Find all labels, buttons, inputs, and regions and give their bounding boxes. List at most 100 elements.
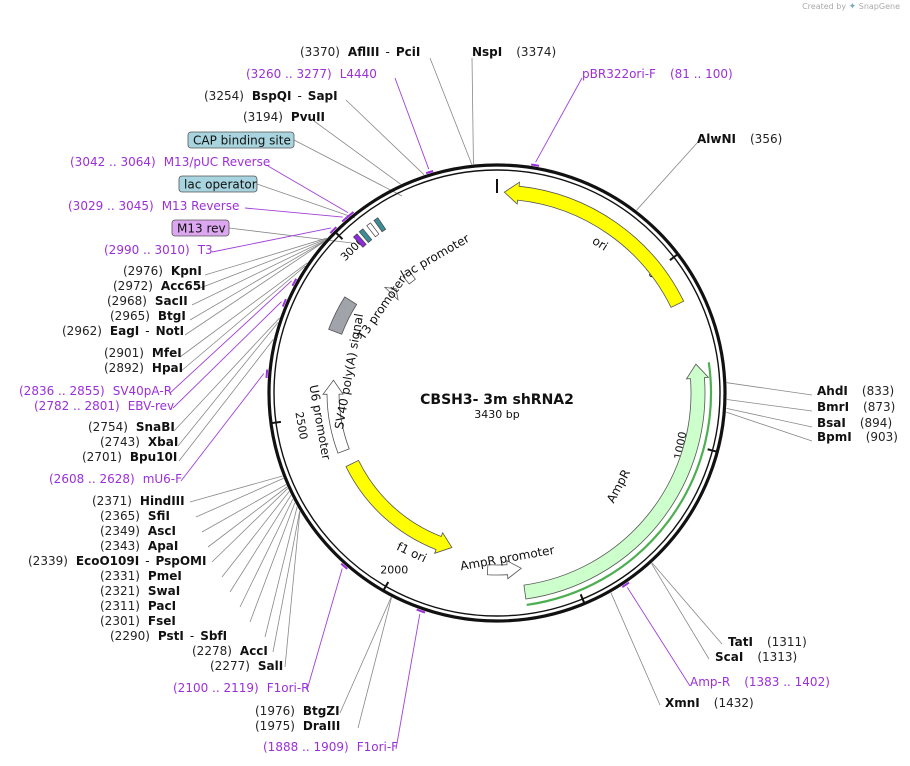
plasmid-name: CBSH3- 3m shRNA2	[420, 392, 574, 408]
credit-brand: SnapGene	[858, 2, 900, 11]
site-leader-scai	[651, 563, 710, 660]
primer-label-ebv-rev[interactable]: (2782 .. 2801)EBV-rev	[34, 399, 174, 413]
site-label-acci[interactable]: (2278)AccI	[192, 644, 268, 658]
site-label-xbai[interactable]: (2743)XbaI	[100, 435, 178, 449]
site-leader-acc65i	[194, 238, 327, 291]
site-label-mfei[interactable]: (2901)MfeI	[104, 346, 182, 360]
primer-mark-ebv-rev[interactable]	[281, 298, 287, 307]
site-label-pvuii[interactable]: (3194)PvuII	[243, 110, 325, 124]
site-leader-afliii	[429, 57, 473, 165]
feature-ori[interactable]	[503, 181, 685, 308]
site-label-afliii[interactable]: (3370)AflIII-PciI	[300, 45, 420, 59]
primer-mark-sv40pa-r[interactable]	[291, 278, 298, 287]
primer-label-f1ori-f[interactable]: (1888 .. 1909)F1ori-F	[263, 740, 398, 754]
primer-mark-pbr322ori-f[interactable]	[531, 163, 540, 167]
site-label-pmei[interactable]: (2331)PmeI	[100, 569, 182, 583]
primer-leader-f1ori-f	[395, 613, 421, 750]
site-label-xmni[interactable]: XmnI(1432)	[665, 696, 754, 710]
primer-mark-f1ori-f[interactable]	[416, 608, 426, 614]
site-label-bmri[interactable]: BmrI(873)	[817, 400, 895, 414]
site-label-scai[interactable]: ScaI(1313)	[715, 650, 797, 664]
site-label-btgi[interactable]: (2965)BtgI	[110, 309, 186, 323]
site-label-asci[interactable]: (2349)AscI	[100, 524, 176, 538]
primer-label-m13-puc-reverse[interactable]: (3042 .. 3064)M13/pUC Reverse	[70, 155, 270, 169]
primer-mark-t3[interactable]	[329, 226, 337, 234]
primer-label-f1ori-r[interactable]: (2100 .. 2119)F1ori-R	[173, 681, 310, 695]
primer-label-pbr322ori-f[interactable]: pBR322ori-F(81 .. 100)	[582, 67, 733, 81]
site-label-acc65i[interactable]: (2972)Acc65I	[113, 279, 206, 293]
primer-mark-f1ori-r[interactable]	[340, 562, 348, 570]
site-label-paci[interactable]: (2311)PacI	[100, 599, 176, 613]
primer-mark-m13-reverse[interactable]	[341, 216, 348, 223]
primer-label-l4440[interactable]: (3260 .. 3277)L4440	[246, 67, 377, 81]
primer-label-t3[interactable]: (2990 .. 3010)T3	[104, 243, 213, 257]
site-label-hpai[interactable]: (2892)HpaI	[104, 361, 183, 375]
site-leader-mfei	[179, 262, 308, 358]
site-leader-kpni	[204, 237, 328, 276]
site-label-bpmi[interactable]: BpmI(903)	[817, 430, 898, 444]
primer-mark-amp-r[interactable]	[621, 581, 630, 588]
site-label-tati[interactable]: TatI(1311)	[728, 635, 807, 649]
site-label-swai[interactable]: (2321)SwaI	[100, 584, 180, 598]
site-label-sacii[interactable]: (2968)SacII	[107, 294, 188, 308]
feature-t3-promoter[interactable]	[383, 286, 399, 301]
site-leader-hpai	[179, 265, 306, 373]
feature-label-lac-promoter: lac promoter	[398, 231, 472, 282]
site-label-draiii[interactable]: (1975)DraIII	[255, 719, 340, 733]
primer-leader-mu6-f	[180, 373, 265, 482]
site-label-sfii[interactable]: (2365)SfiI	[100, 509, 170, 523]
site-label-psti[interactable]: (2290)PstI-SbfI	[110, 629, 227, 643]
site-label-bpu10i[interactable]: (2701)Bpu10I	[82, 450, 177, 464]
site-label-alwni[interactable]: AlwNI(356)	[697, 132, 782, 146]
site-label-sali[interactable]: (2277)SalI	[210, 659, 283, 673]
site-leader-eagi	[184, 242, 324, 336]
feature-sv40-poly-a-signal[interactable]	[328, 296, 358, 335]
primer-label-amp-r[interactable]: Amp-R(1383 .. 1402)	[690, 675, 830, 689]
primer-mark-l4440[interactable]	[425, 170, 434, 175]
box-label-lac-operator[interactable]	[178, 175, 258, 193]
site-label-ecoo109i[interactable]: (2339)EcoO109I-PspOMI	[28, 554, 206, 568]
ruler-tick-label: 2500	[292, 411, 310, 441]
site-label-bsai[interactable]: BsaI(894)	[817, 416, 892, 430]
feature-small-box[interactable]	[373, 217, 387, 233]
site-leader-swai	[229, 495, 292, 593]
site-leader-apai	[207, 486, 288, 548]
primer-label-mu6-f[interactable]: (2608 .. 2628)mU6-F	[49, 472, 182, 486]
site-label-bspqi[interactable]: (3254)BspQI-SapI	[204, 89, 338, 103]
box-label-leader	[293, 139, 403, 197]
site-label-fsei[interactable]: (2301)FseI	[100, 614, 176, 628]
plasmid-length: 3430 bp	[474, 408, 519, 421]
site-label-ahdi[interactable]: AhdI(833)	[817, 384, 894, 398]
site-label-kpni[interactable]: (2976)KpnI	[123, 264, 202, 278]
box-label-m13-rev[interactable]	[171, 219, 230, 237]
site-label-apai[interactable]: (2343)ApaI	[100, 539, 178, 553]
site-leader-snabi	[173, 317, 280, 432]
ruler-tick	[271, 420, 282, 425]
site-leader-bpu10i	[178, 339, 274, 462]
box-label-text-m13-rev: M13 rev	[177, 222, 226, 236]
site-label-snabi[interactable]: (2754)SnaBI	[88, 420, 175, 434]
primer-mark-mu6-f[interactable]	[265, 369, 269, 379]
backbone-outer-ring	[267, 163, 727, 623]
site-leader-paci	[239, 498, 294, 608]
feature-lac-promoter[interactable]	[402, 270, 416, 285]
site-label-btgzi[interactable]: (1976)BtgZI	[255, 704, 340, 718]
feature-small-box[interactable]	[358, 228, 373, 243]
site-label-eagi[interactable]: (2962)EagI-NotI	[62, 324, 184, 338]
primer-label-m13-reverse[interactable]: (3029 .. 3045)M13 Reverse	[68, 199, 239, 213]
feature-u6-promoter[interactable]	[322, 379, 350, 454]
feature-small-box[interactable]	[352, 233, 367, 248]
box-label-cap-binding-site[interactable]	[187, 131, 295, 149]
site-label-nspi[interactable]: NspI(3374)	[472, 45, 556, 59]
site-label-hindiii[interactable]: (2371)HindIII	[92, 494, 185, 508]
site-leader-hindiii	[189, 475, 283, 503]
primer-leader-m13-reverse	[244, 207, 343, 218]
feature-ampr-promoter[interactable]	[486, 560, 522, 580]
feature-ampr[interactable]	[523, 363, 710, 600]
primer-leader-ebv-rev	[172, 301, 282, 409]
site-leader-asci	[201, 484, 287, 533]
site-leader-bmri	[726, 399, 813, 412]
primer-label-sv40pa-r[interactable]: (2836 .. 2855)SV40pA-R	[19, 384, 172, 398]
feature-f1-ori[interactable]	[345, 459, 453, 554]
feature-small-box[interactable]	[366, 222, 380, 238]
